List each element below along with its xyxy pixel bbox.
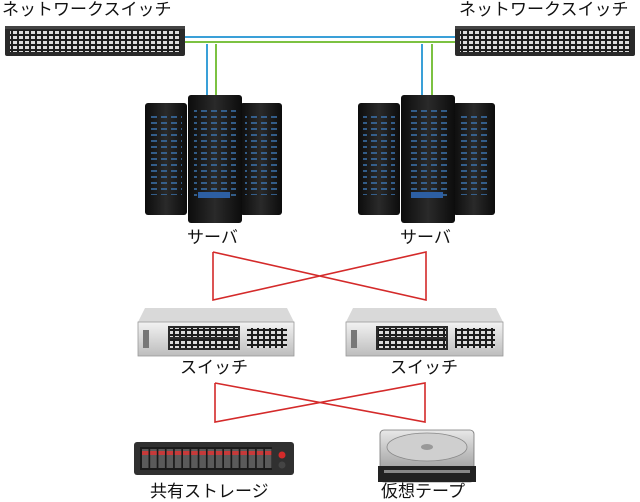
storage-drive-led [183, 451, 190, 455]
storage-drive-slot [215, 449, 223, 468]
storage-drive-led [191, 451, 198, 455]
label-shared-storage: 共有ストレージ [150, 482, 269, 502]
storage-drive-led [265, 451, 272, 455]
storage-drive-slot [191, 449, 198, 468]
storage-drive-slot [199, 449, 206, 468]
server-rack-left [145, 95, 282, 223]
storage-drive-slot [207, 449, 215, 468]
storage-drive-slot [232, 449, 239, 468]
storage-drive-slot [183, 449, 190, 468]
label-switch-left: スイッチ [180, 358, 248, 378]
link-server-left-switch-right [212, 250, 427, 302]
storage-drive-slot [256, 449, 264, 468]
storage-drive-led [248, 451, 256, 455]
cross-links-lower [214, 382, 426, 423]
label-virtual-tape: 仮想テープ [381, 482, 465, 502]
link-switches-storage [214, 382, 426, 423]
label-network-switch-left: ネットワークスイッチ [2, 0, 172, 20]
storage-drive-led [174, 451, 182, 455]
switch-mid-right [345, 308, 504, 357]
server-rack-right [358, 95, 495, 223]
shared-storage-device [134, 442, 294, 475]
label-switch-right: スイッチ [390, 358, 458, 378]
network-switch-top-right [455, 26, 635, 56]
storage-drive-slot [174, 449, 182, 468]
storage-drive-led [150, 451, 157, 455]
storage-drive-slot [158, 449, 165, 468]
label-server-right: サーバ [400, 228, 451, 248]
storage-drive-slot [142, 449, 149, 468]
storage-drive-led [158, 451, 165, 455]
storage-drive-slot [166, 449, 174, 468]
storage-drive-led [207, 451, 215, 455]
storage-drive-led [142, 451, 149, 455]
storage-drive-led [166, 451, 174, 455]
storage-drive-slot [240, 449, 247, 468]
virtual-tape-disk [378, 429, 476, 483]
label-server-left: サーバ [187, 228, 238, 248]
storage-drive-slot [150, 449, 157, 468]
label-network-switch-right: ネットワークスイッチ [459, 0, 629, 20]
storage-drive-slot [265, 449, 272, 468]
storage-drive-led [256, 451, 264, 455]
storage-drive-led [224, 451, 231, 455]
storage-drive-slot [248, 449, 256, 468]
uplink-cables [185, 36, 462, 95]
network-switch-top-left [5, 26, 185, 56]
storage-drive-led [215, 451, 223, 455]
storage-drive-led [240, 451, 247, 455]
storage-drive-led [199, 451, 206, 455]
storage-drive-led [232, 451, 239, 455]
cross-links-upper [212, 250, 427, 302]
switch-mid-left [137, 308, 295, 357]
storage-drive-slot [224, 449, 231, 468]
